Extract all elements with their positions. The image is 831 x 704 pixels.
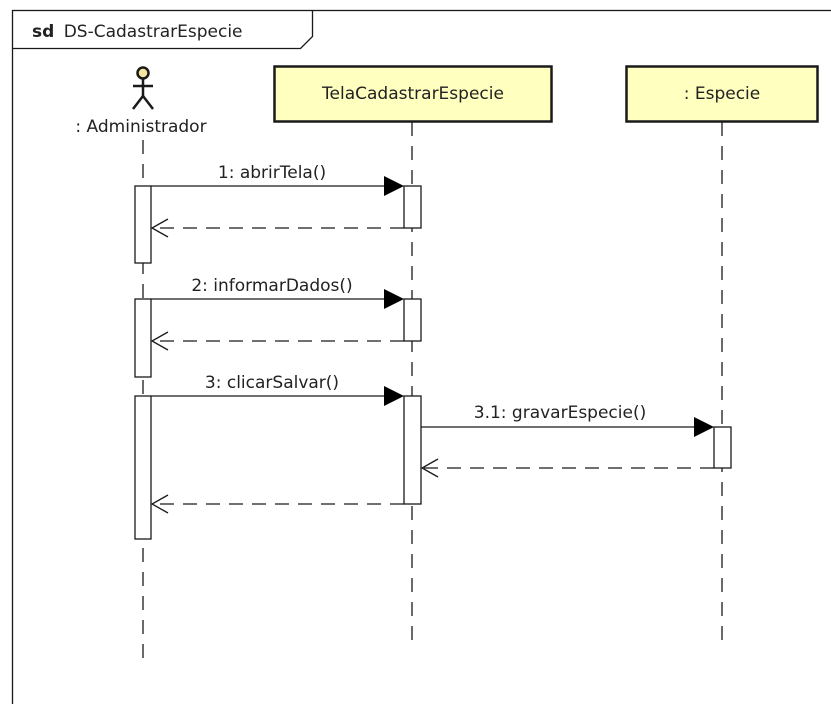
actor-head <box>136 66 150 80</box>
object-label: : Especie <box>684 84 761 104</box>
actor-administrador: : Administrador <box>75 66 207 137</box>
frame-tab <box>12 10 314 50</box>
arrowhead-filled <box>384 176 404 196</box>
arrowhead-filled <box>384 386 404 406</box>
message-label: 2: informarDados() <box>191 276 352 296</box>
arrowhead-open <box>420 458 439 478</box>
actor-leg-right <box>142 95 154 110</box>
actor-label: : Administrador <box>75 117 206 137</box>
actor-leg-left <box>132 95 144 110</box>
object-label: TelaCadastrarEspecie <box>321 84 504 104</box>
activation-tela-2 <box>403 298 422 342</box>
message-label: 1: abrirTela() <box>218 163 326 183</box>
message-2: 2: informarDados() <box>151 276 404 309</box>
activation-admin-3 <box>134 395 152 540</box>
message-label: 3.1: gravarEspecie() <box>474 403 646 423</box>
return-3 <box>150 494 404 514</box>
frame-title: sd DS-CadastrarEspecie <box>32 22 243 42</box>
object-box <box>273 65 553 123</box>
activation-admin-2 <box>134 298 152 378</box>
message-label: 3: clicarSalvar() <box>205 373 339 393</box>
arrowhead-open <box>150 331 169 351</box>
message-3-1: 3.1: gravarEspecie() <box>421 403 714 437</box>
activation-admin-1 <box>134 185 152 264</box>
object-telacadastrarespecie: TelaCadastrarEspecie <box>273 65 553 123</box>
return-3-1 <box>420 458 714 478</box>
message-1: 1: abrirTela() <box>151 163 404 196</box>
return-1 <box>150 218 404 238</box>
arrowhead-filled <box>694 417 714 437</box>
arrowhead-open <box>150 494 169 514</box>
activation-tela-1 <box>403 185 422 229</box>
return-2 <box>150 331 404 351</box>
message-3: 3: clicarSalvar() <box>151 373 404 406</box>
activation-tela-3 <box>403 395 422 505</box>
activation-especie-1 <box>713 426 732 469</box>
object-box <box>625 65 819 123</box>
arrowhead-open <box>150 218 169 238</box>
frame-keyword: sd <box>32 22 54 42</box>
arrowhead-filled <box>384 289 404 309</box>
frame-name: DS-CadastrarEspecie <box>64 22 243 42</box>
object-especie: : Especie <box>625 65 819 123</box>
